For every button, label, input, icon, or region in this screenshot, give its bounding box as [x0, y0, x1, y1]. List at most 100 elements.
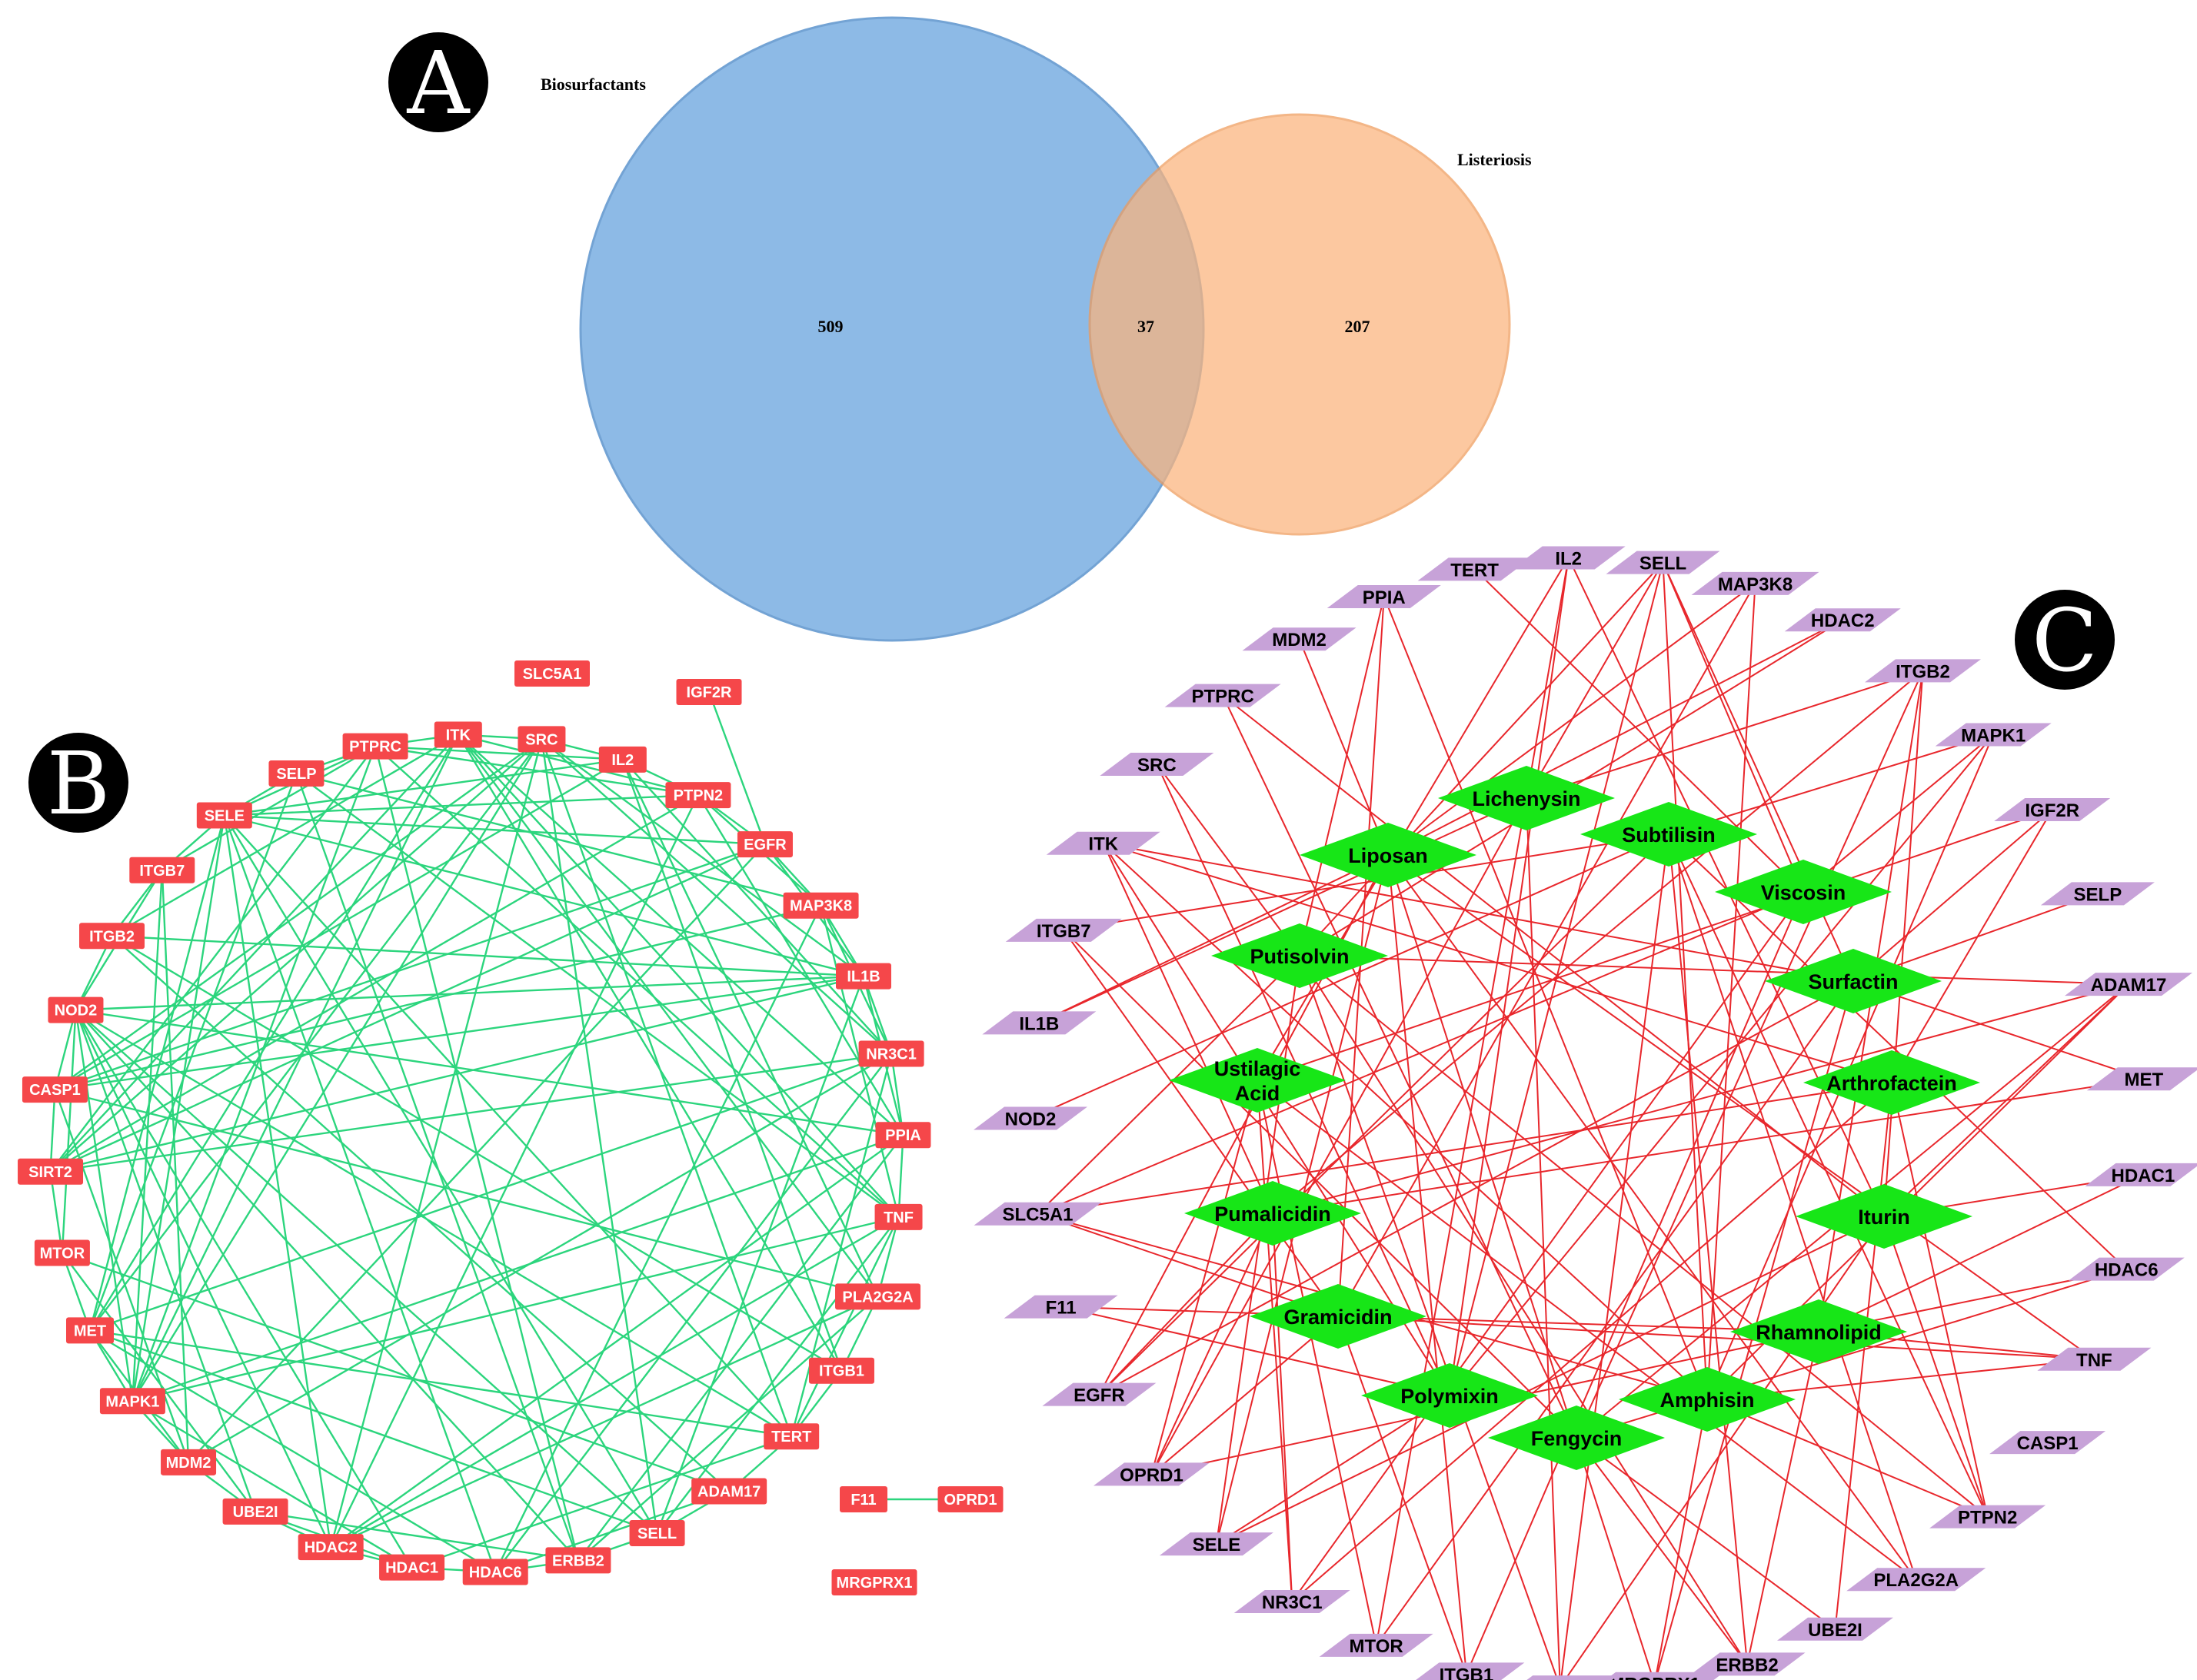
ppi-node-box	[665, 782, 731, 809]
ppi-edge	[112, 935, 864, 977]
target-node-shape	[1864, 659, 1981, 683]
ppi-edge	[50, 1053, 892, 1173]
compound-node-shape	[1796, 1184, 1972, 1249]
ppi-node-label: ERBB2	[552, 1552, 604, 1569]
ppi-node-itgb2: ITGB2	[79, 923, 145, 950]
target-node-label: HDAC2	[1811, 610, 1875, 631]
ppi-node-box	[129, 857, 195, 883]
compound-target-edge	[1375, 797, 1527, 1646]
target-node-label: MAP3K8	[1718, 574, 1793, 595]
target-node-shape	[1605, 1672, 1725, 1680]
ppi-node-label: MRGPRX1	[837, 1575, 913, 1592]
ppi-edge	[75, 1009, 579, 1562]
target-node-label: SIRT2	[1534, 1678, 1586, 1680]
ppi-edge	[541, 738, 793, 1437]
target-node-itgb7: ITGB7	[1005, 918, 1122, 942]
ppi-edge	[89, 738, 543, 1332]
ppi-node-box	[298, 1534, 364, 1561]
target-node-label: IL1B	[1019, 1013, 1059, 1034]
compound-target-edge	[1706, 1399, 1989, 1518]
venn-circle-listeriosis	[1088, 113, 1511, 536]
target-node-hdac2: HDAC2	[1784, 608, 1901, 632]
compound-target-edge	[1449, 734, 1994, 1396]
compound-target-edge	[1563, 1216, 1885, 1680]
target-node-shape	[1989, 1431, 2106, 1455]
target-node-tnf: TNF	[2037, 1347, 2152, 1371]
ppi-node-label: HDAC1	[385, 1560, 438, 1577]
target-node-shape	[1994, 798, 2111, 822]
compound-target-edge	[1156, 763, 1300, 956]
compound-target-edge	[1216, 1395, 1450, 1545]
ppi-node-oprd1: OPRD1	[937, 1486, 1004, 1512]
ppi-edge	[55, 843, 766, 1091]
target-node-shape	[1929, 1505, 2046, 1529]
target-node-label: MTOR	[1350, 1636, 1403, 1657]
ppi-node-tnf: TNF	[874, 1203, 923, 1230]
compound-node-subtilisin: Subtilisin	[1580, 802, 1757, 867]
ppi-node-sele: SELE	[196, 802, 252, 829]
compound-node-label: Putisolvin	[1250, 945, 1349, 968]
compound-target-edge	[1103, 842, 1708, 1400]
compound-target-edge	[1526, 797, 1561, 1680]
target-node-label: ITK	[1088, 834, 1118, 855]
compound-target-edge	[1257, 1080, 1293, 1602]
ppi-edge	[457, 734, 904, 1136]
panel-a-letter: A	[407, 34, 471, 134]
compound-target-edge	[1449, 562, 1664, 1396]
compound-target-edge	[1526, 670, 1923, 799]
target-node-shape	[2040, 882, 2155, 906]
ppi-node-itk: ITK	[434, 721, 482, 748]
ppi-node-label: NR3C1	[866, 1046, 917, 1063]
target-node-shape	[1526, 1675, 1619, 1680]
compound-node-shape	[1169, 1048, 1346, 1113]
compound-target-edge	[1291, 891, 1804, 1602]
compound-target-edge	[1706, 583, 1756, 1400]
ppi-edge	[55, 1088, 878, 1298]
panel-b-ppi-network: B IL2PTPN2EGFRMAP3K8IL1BNR3C1PPIATNFPLA2…	[18, 660, 1004, 1595]
target-node-igf2r: IGF2R	[1994, 798, 2111, 822]
ppi-edge	[89, 1329, 496, 1573]
ppi-edge	[61, 1010, 77, 1253]
compound-node-label: Fengycin	[1531, 1427, 1623, 1450]
ppi-node-label: CASP1	[29, 1082, 81, 1099]
ppi-node-label: SRC	[525, 731, 558, 748]
target-node-sele: SELE	[1159, 1532, 1273, 1556]
ppi-node-box	[342, 733, 408, 760]
compound-node-label: Lichenysin	[1472, 787, 1580, 810]
target-node-pla2g2a: PLA2G2A	[1846, 1568, 1986, 1592]
ppi-edge	[49, 794, 699, 1173]
target-node-itgb2: ITGB2	[1864, 659, 1981, 683]
target-node-adam17: ADAM17	[2064, 973, 2192, 996]
ppi-node-egfr: EGFR	[737, 831, 793, 858]
ppi-edge	[330, 794, 699, 1548]
compound-target-edge	[1668, 833, 1749, 1665]
ppi-edge	[374, 746, 580, 1561]
ppi-node-label: MTOR	[40, 1246, 85, 1262]
compound-node-shape	[1211, 923, 1388, 988]
compound-node-liposan: Liposan	[1300, 823, 1476, 887]
compound-target-edges	[1030, 557, 2145, 1680]
ppi-edge	[131, 738, 543, 1402]
compound-node-shape	[1580, 802, 1757, 867]
compound-target-edge	[1852, 980, 2145, 1080]
ppi-edge	[295, 773, 900, 1218]
ppi-node-map3k8: MAP3K8	[783, 892, 859, 919]
target-node-hdac1: HDAC1	[2085, 1163, 2197, 1186]
ppi-edge	[255, 1510, 579, 1562]
compound-target-edge	[1299, 561, 1664, 956]
ppi-node-met: MET	[65, 1317, 114, 1344]
ppi-nodes: IL2PTPN2EGFRMAP3K8IL1BNR3C1PPIATNFPLA2G2…	[18, 660, 1004, 1595]
ppi-node-box	[196, 802, 252, 829]
compound-node-label: Acid	[1235, 1082, 1280, 1105]
target-node-itgb1: ITGB1	[1416, 1662, 1525, 1680]
ppi-edge	[61, 1252, 257, 1512]
target-node-shape	[1511, 546, 1626, 570]
target-node-label: MRGPRX1	[1609, 1675, 1700, 1680]
ppi-node-nr3c1: NR3C1	[858, 1040, 924, 1067]
compound-node-label: Rhamnolipid	[1756, 1321, 1882, 1344]
compound-node-shape	[1361, 1363, 1538, 1428]
ppi-edge	[88, 773, 298, 1331]
target-node-shape	[1784, 608, 1901, 632]
